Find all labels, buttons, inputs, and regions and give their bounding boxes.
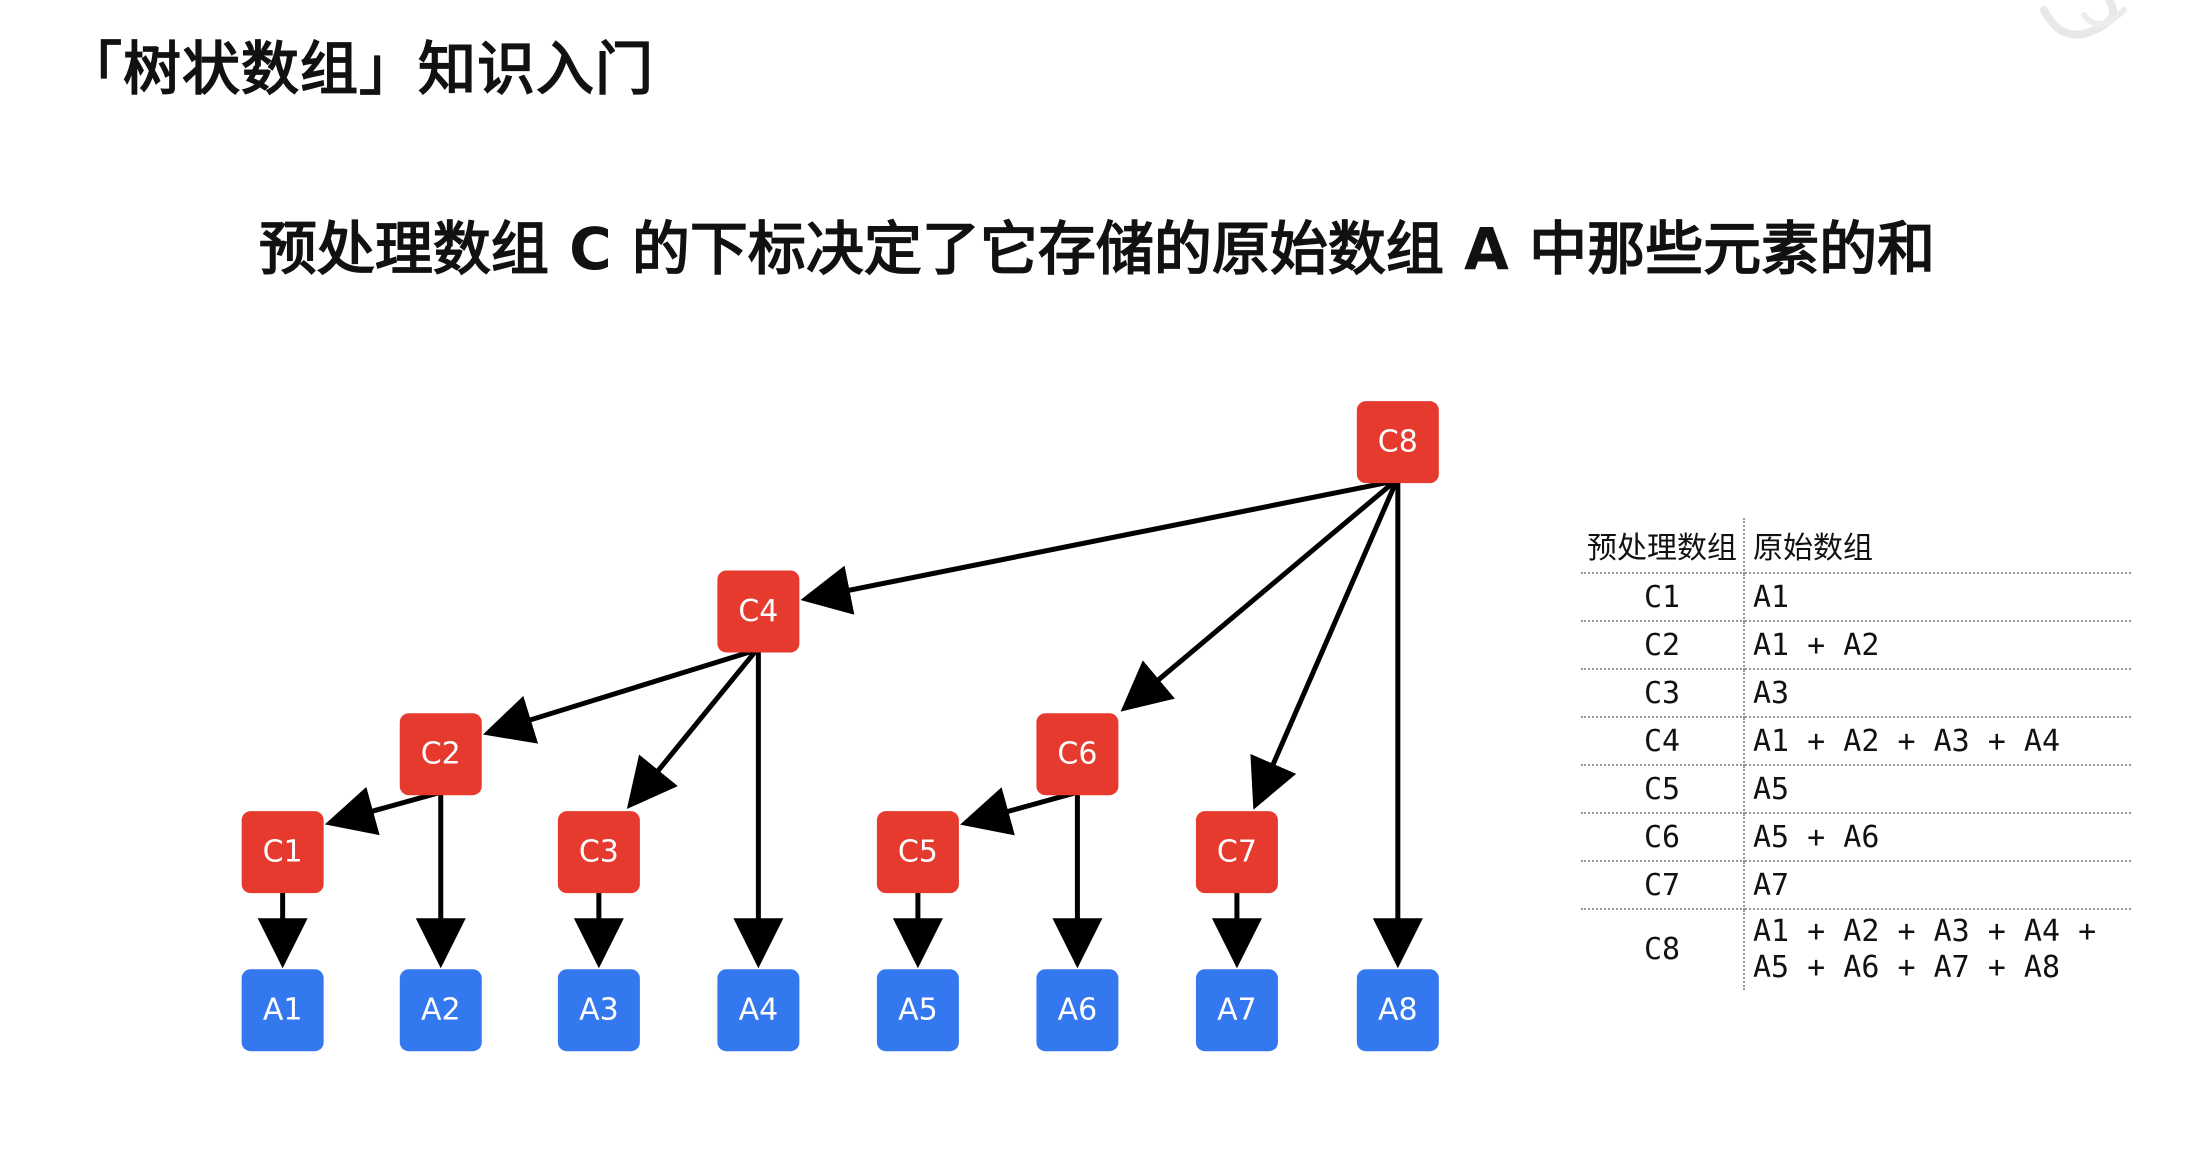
node-box [1195,811,1278,894]
row-a-cell: A7 [1744,861,2131,910]
node-box [399,969,482,1052]
node-a1: A1 [241,969,324,1052]
node-a7: A7 [1195,969,1278,1052]
node-label: A5 [898,993,938,1028]
row-c-cell: C8 [1581,909,1745,990]
edge-c4-to-c3 [626,648,759,810]
node-label: A1 [263,993,303,1028]
node-box [1195,969,1278,1052]
node-label: A3 [579,993,619,1028]
node-c7: C7 [1195,811,1278,894]
table-row: C1 A1 [1581,573,2131,622]
node-box [876,811,959,894]
table-header-row: 预处理数组 原始数组 [1581,518,2131,574]
row-a-cell: A1 + A2 [1744,621,2131,670]
node-box [557,811,640,894]
edge-c8-to-c7 [1250,480,1399,810]
row-c-cell: C4 [1581,717,1745,766]
mapping-table: 预处理数组 原始数组 C1 A1 C2 A1 + A2 C3 A3 C4 A1 … [1581,518,2131,990]
edge-c2-to-c1 [324,786,439,836]
node-a5: A5 [876,969,959,1052]
node-label: C1 [263,835,303,870]
node-label: A4 [739,993,779,1028]
node-label: C5 [898,835,938,870]
node-label: C4 [738,594,778,629]
row-c-cell: C1 [1581,573,1745,622]
node-c8: C8 [1356,401,1439,484]
node-box [1036,969,1119,1052]
node-c6: C6 [1036,713,1119,796]
node-a8: A8 [1356,969,1439,1052]
row-c-cell: C7 [1581,861,1745,910]
node-box [1356,969,1439,1052]
node-label: A8 [1378,993,1418,1028]
node-box [1036,713,1119,796]
node-box [399,713,482,796]
row-c-cell: C2 [1581,621,1745,670]
node-label: C8 [1378,425,1418,460]
row-a-cell: A1 + A2 + A3 + A4 + A5 + A6 + A7 + A8 [1753,914,2097,985]
subtitle: 预处理数组 C 的下标决定了它存储的原始数组 A 中那些元素的和 [258,215,1936,283]
table-row: C7 A7 [1581,861,2131,910]
edge-c8-to-c4 [800,478,1395,615]
table-row: C4 A1 + A2 + A3 + A4 [1581,717,2131,766]
row-a-cell: A5 + A6 [1744,813,2131,862]
node-c2: C2 [399,713,482,796]
edge-c8-to-c6 [1120,479,1397,712]
node-c4: C4 [717,570,800,653]
row-c-cell: C6 [1581,813,1745,862]
corner-logo-icon [2040,0,2127,39]
row-c-cell: C3 [1581,669,1745,718]
node-label: A6 [1058,993,1098,1028]
node-box [1356,401,1439,484]
header-original-array: 原始数组 [1744,518,2131,574]
table-row: C2 A1 + A2 [1581,621,2131,670]
node-box [717,570,800,653]
edges-layer [257,478,1423,969]
table-row: C6 A5 + A6 [1581,813,2131,862]
edge-c4-to-c2 [482,648,756,744]
row-a-cell: A1 [1744,573,2131,622]
node-c3: C3 [557,811,640,894]
table-row: C3 A3 [1581,669,2131,718]
node-box [241,811,324,894]
node-label: C2 [421,737,461,772]
row-c-cell: C5 [1581,765,1745,814]
node-c1: C1 [241,811,324,894]
node-a2: A2 [399,969,482,1052]
node-label: C6 [1057,737,1097,772]
row-a-cell: A1 + A2 + A3 + A4 [1744,717,2131,766]
node-a3: A3 [557,969,640,1052]
table-row: C8 A1 + A2 + A3 + A4 + A5 + A6 + A7 + A8 [1581,909,2131,990]
node-box [557,969,640,1052]
node-label: A2 [421,993,461,1028]
node-c5: C5 [876,811,959,894]
node-box [717,969,800,1052]
page-title: 「树状数组」知识入门 [64,35,655,103]
header-prefix-array: 预处理数组 [1581,518,1745,574]
node-label: C7 [1217,835,1257,870]
node-box [876,969,959,1052]
row-a-cell: A5 [1744,765,2131,814]
node-label: A7 [1217,993,1257,1028]
table-row: C5 A5 [1581,765,2131,814]
node-box [241,969,324,1052]
node-label: C3 [579,835,619,870]
node-a6: A6 [1036,969,1119,1052]
row-a-cell: A3 [1744,669,2131,718]
node-a4: A4 [717,969,800,1052]
edge-c6-to-c5 [960,787,1075,836]
